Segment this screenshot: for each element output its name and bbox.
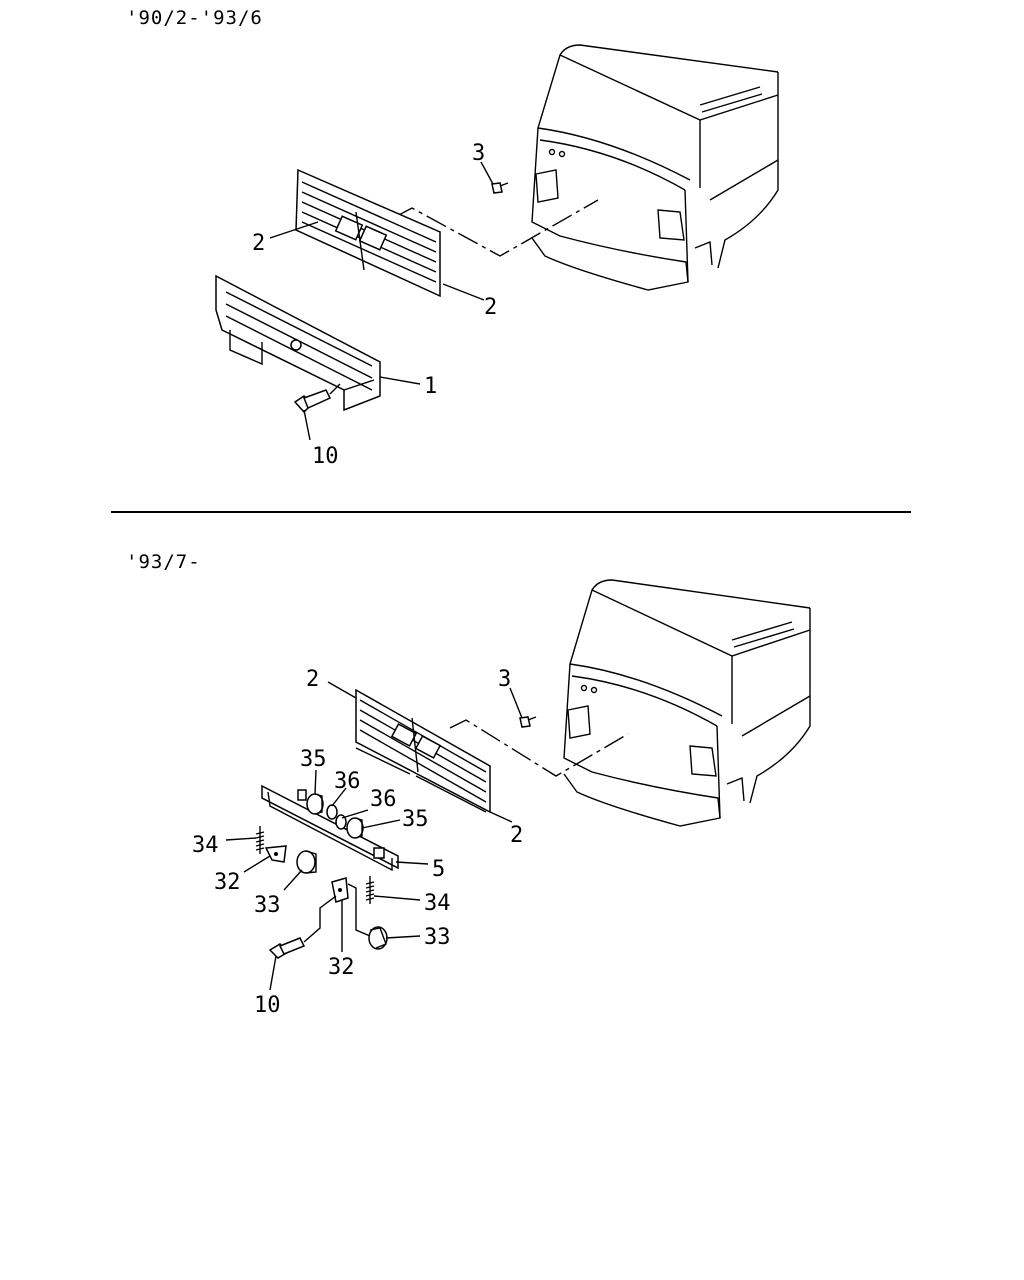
- bracket-part-32b: [331, 877, 349, 903]
- callout-33-right: 33: [424, 925, 451, 950]
- callout-32-left: 32: [214, 870, 241, 895]
- bushing-part-35b: [346, 817, 364, 839]
- callout-34-right: 34: [424, 891, 451, 916]
- washer-part-36b: [335, 814, 347, 830]
- leader-dashed-1: [394, 199, 599, 257]
- washer-part-36a: [326, 804, 338, 820]
- bushing-part-35a: [306, 793, 324, 815]
- period-label-2: '93/7-: [126, 551, 201, 573]
- callout-2-left: 2: [252, 231, 265, 256]
- section-2: '93/7-: [126, 551, 811, 1018]
- callout-35-top: 35: [300, 747, 327, 772]
- bushing-part-33a: [296, 850, 317, 874]
- callout-1: 1: [424, 374, 437, 399]
- spring-part-34b: [365, 876, 375, 904]
- bushing-part-33b: [368, 926, 388, 950]
- callout-3: 3: [472, 141, 485, 166]
- callout-5: 5: [432, 857, 445, 882]
- callout-10: 10: [254, 993, 281, 1018]
- clip-part-3b: [519, 716, 537, 728]
- callout-2-top: 2: [306, 667, 319, 692]
- upper-grille-part-2a: [295, 168, 441, 298]
- callout-34-left: 34: [192, 833, 219, 858]
- section-1: '90/2-'93/6: [126, 7, 779, 469]
- truck-cab-2: [563, 579, 811, 827]
- lower-grille-part-1: [215, 274, 381, 412]
- callout-2-right: 2: [510, 823, 523, 848]
- clip-part-3a: [491, 182, 509, 194]
- bolt-part-10b: [268, 937, 306, 959]
- callout-35-right: 35: [402, 807, 429, 832]
- callout-2-right: 2: [484, 295, 497, 320]
- truck-cab-1: [531, 44, 779, 291]
- callout-32-bottom: 32: [328, 955, 355, 980]
- period-label-1: '90/2-'93/6: [126, 7, 263, 29]
- bracket-part-32a: [264, 845, 287, 863]
- callout-3: 3: [498, 667, 511, 692]
- callout-36-top: 36: [334, 769, 361, 794]
- bolt-part-10a: [293, 383, 341, 414]
- leader-dashed-2: [449, 719, 629, 777]
- callout-33-left: 33: [254, 893, 281, 918]
- callout-36-mid: 36: [370, 787, 397, 812]
- callout-10: 10: [312, 444, 339, 469]
- spring-part-34a: [255, 826, 265, 854]
